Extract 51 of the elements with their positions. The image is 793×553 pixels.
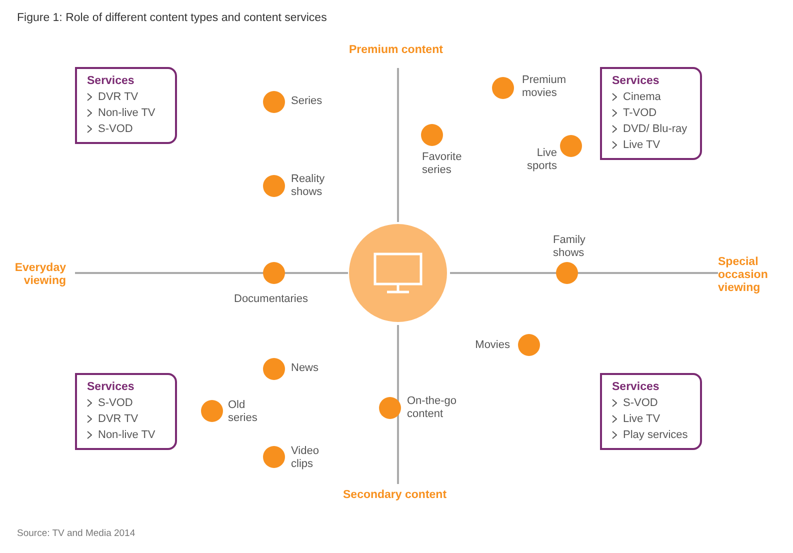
content-label: Premium movies [522,74,568,100]
axis-label: Special occasion viewing [718,256,769,295]
dot-marker [518,334,540,356]
content-label: On-the-go content [407,395,458,421]
list-item: Non-live TV [98,429,156,442]
box-heading: Services [87,381,136,393]
dot-marker [263,262,285,284]
content-label: News [291,362,320,375]
dot-marker [556,262,578,284]
dot-marker [201,400,223,422]
dot-marker [263,175,285,197]
content-label: Video clips [291,445,320,471]
list-item: DVR TV [98,413,140,426]
content-label: Documentaries [234,293,309,306]
axis-label: Premium content [349,44,443,57]
list-item: Play services [623,429,689,442]
axis-label: Everyday viewing [14,262,66,288]
dot-marker [560,135,582,157]
source-note: Source: TV and Media 2014 [17,528,136,539]
content-label: Reality shows [291,173,326,199]
list-item: Live TV [623,139,662,152]
content-label: Live sports [526,147,557,173]
services-box [600,67,702,160]
services-box [75,373,177,450]
dot-marker [263,446,285,468]
box-heading: Services [612,381,660,393]
dot-marker [263,91,285,113]
services-box [75,67,177,144]
dot-marker [421,124,443,146]
axis-label: Secondary content [343,489,447,502]
content-label: Old series [228,399,258,425]
list-item: S-VOD [98,123,134,136]
list-item: T-VOD [623,107,658,120]
dot-marker [263,358,285,380]
list-item: DVR TV [98,91,140,104]
dot-marker [379,397,401,419]
list-item: Cinema [623,91,662,104]
figure-title: Figure 1: Role of different content types and content services [17,12,327,24]
box-heading: Services [612,75,660,87]
list-item: DVD/ Blu-ray [623,123,688,136]
list-item: Non-live TV [98,107,156,120]
box-heading: Services [87,75,136,87]
list-item: S-VOD [98,397,134,410]
content-label: Series [291,95,324,108]
list-item: S-VOD [623,397,659,410]
list-item: Live TV [623,413,662,426]
content-label: Family shows [553,234,586,260]
content-label: Movies [474,339,510,352]
dot-marker [492,77,514,99]
content-label: Favorite series [422,151,463,177]
services-box [600,373,702,450]
